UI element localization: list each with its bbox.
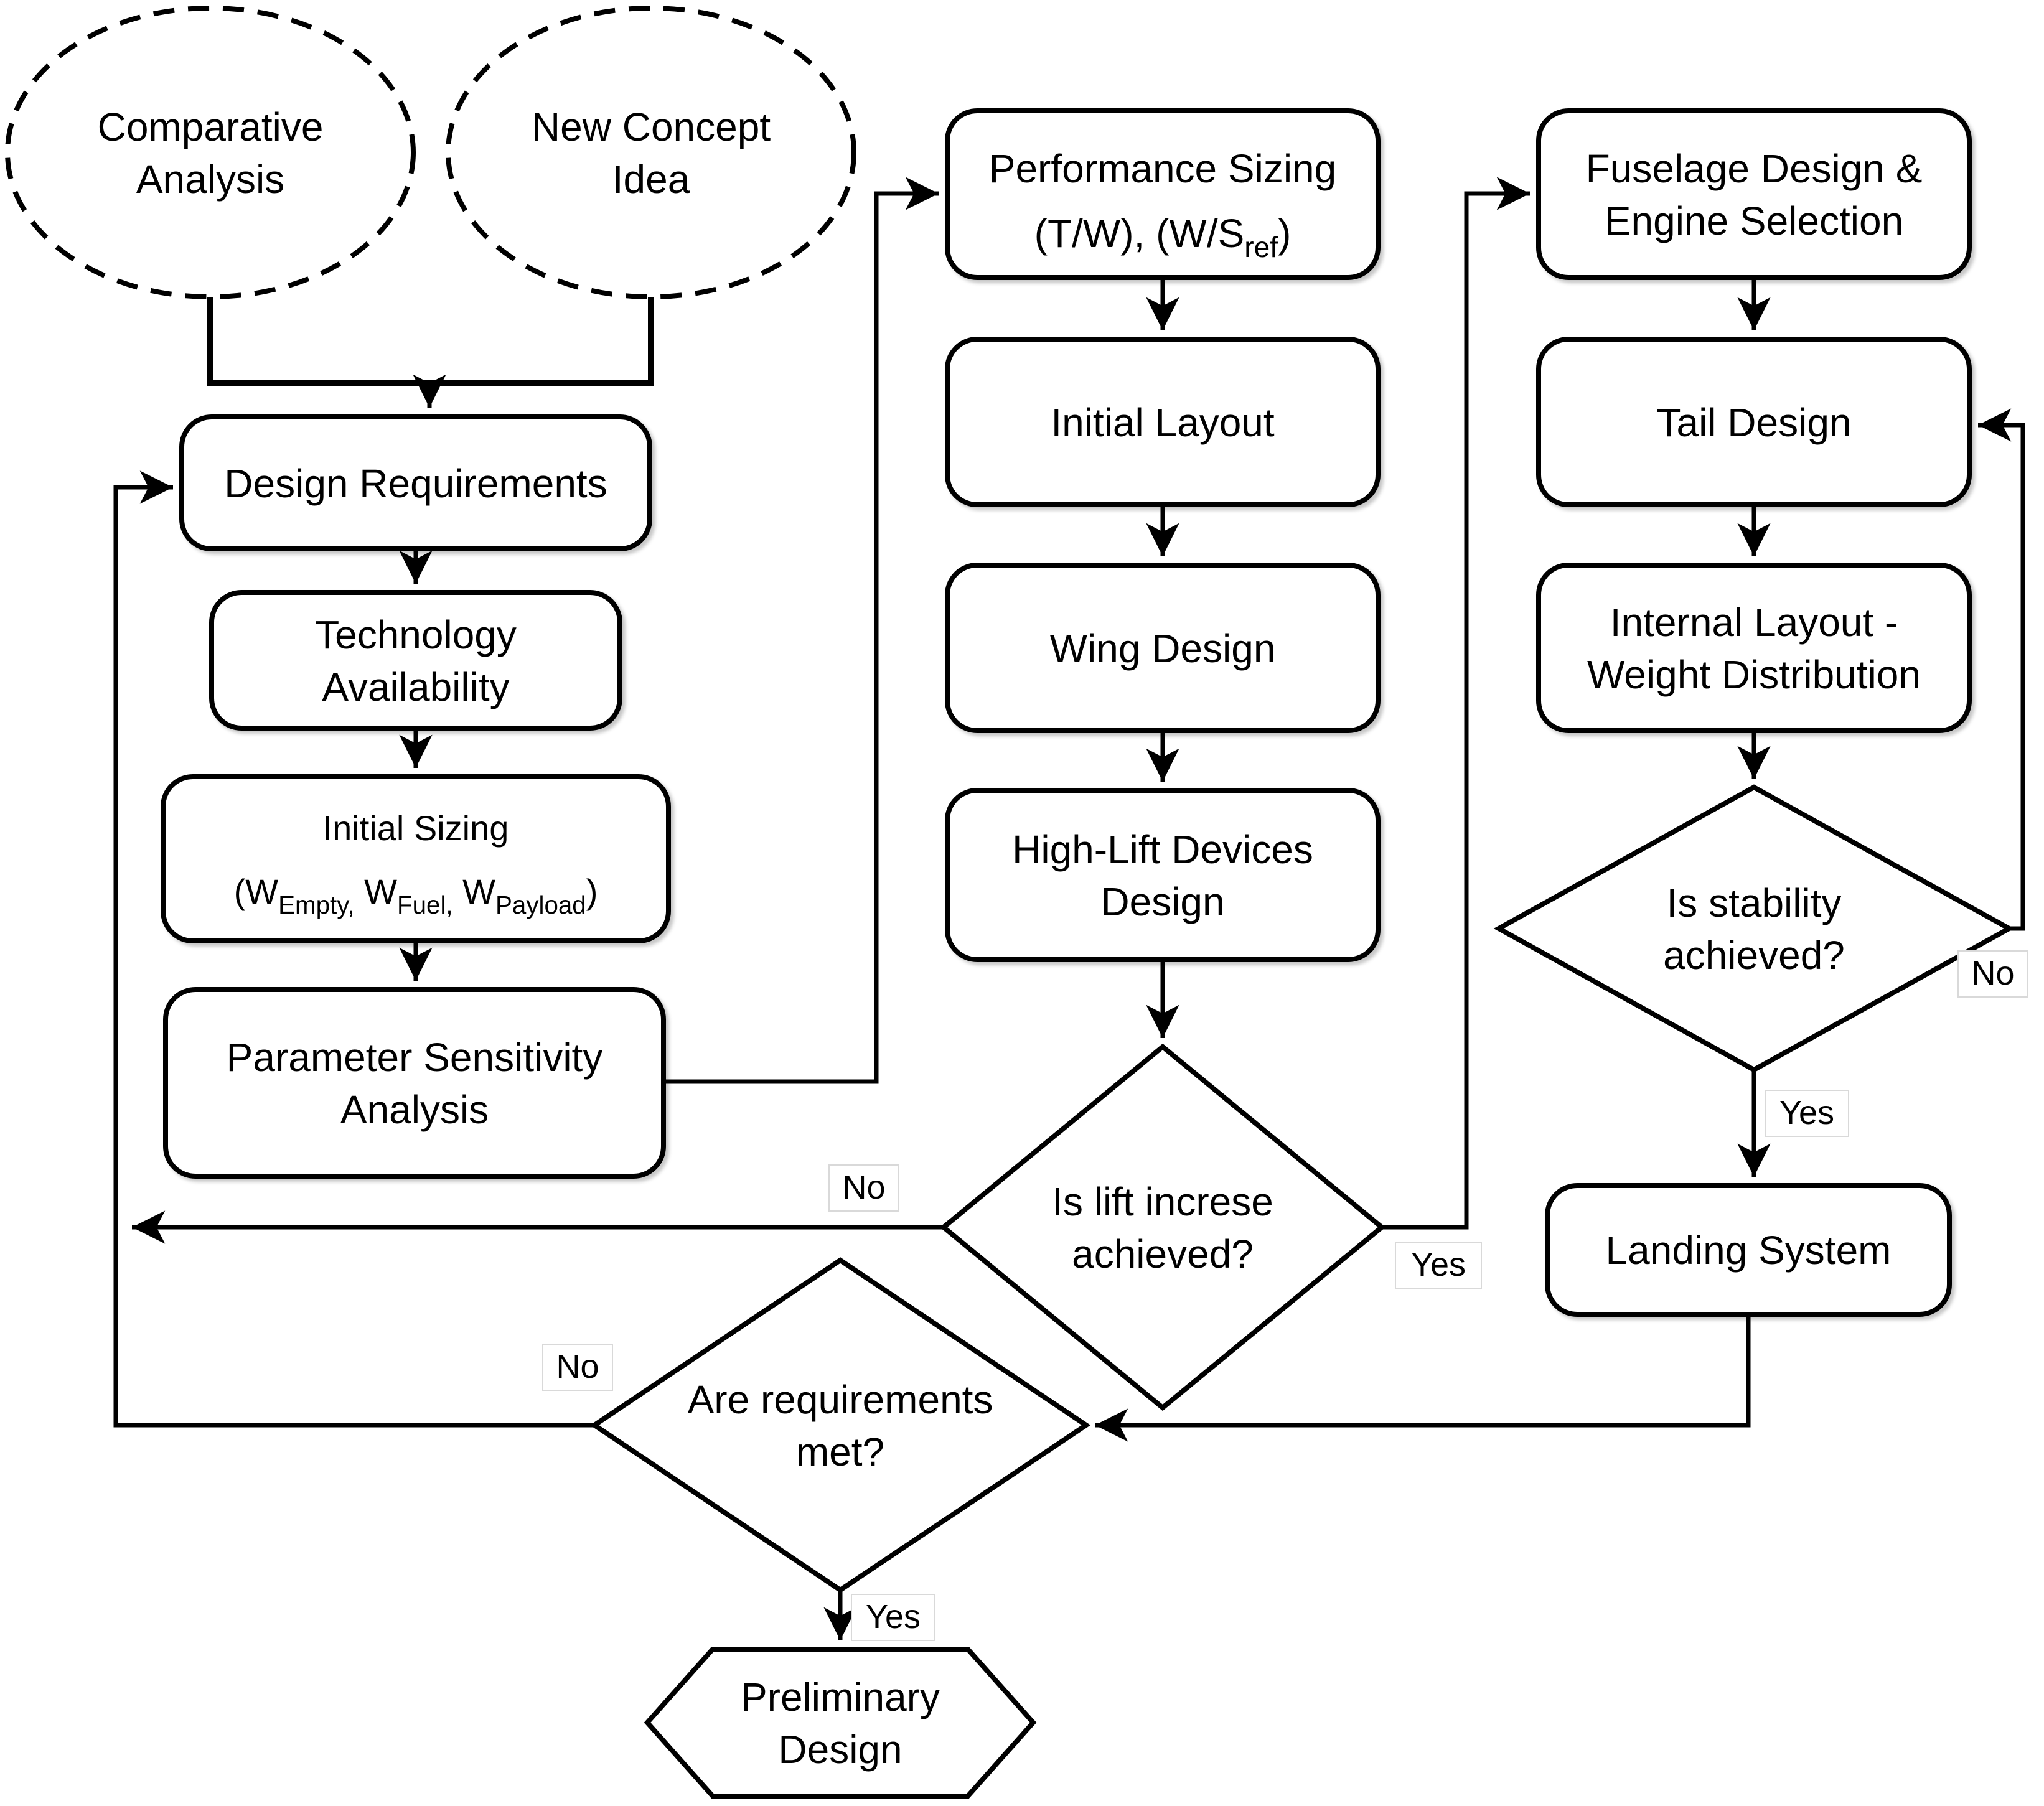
node-performance-sizing: Performance Sizing (T/W), (W/Sref): [945, 108, 1381, 280]
wing-design-box: [945, 563, 1381, 733]
tail-design-box: [1536, 337, 1972, 507]
performance-sizing-formula: (T/W), (W/Sref): [1034, 211, 1292, 263]
landing-system-box: [1545, 1183, 1952, 1317]
lift-decision-diamond: [939, 1043, 1386, 1411]
node-initial-sizing: Initial Sizing (WEmpty, WFuel, WPayload): [161, 774, 671, 943]
performance-sizing-box: [945, 108, 1381, 280]
high-lift-devices-box: [945, 788, 1381, 962]
node-tail-design: Tail Design: [1536, 337, 1972, 507]
new-concept-idea-ellipse: [446, 6, 856, 299]
requirements-yes-label: Yes: [866, 1598, 921, 1635]
performance-sizing-title: Performance Sizing: [989, 146, 1336, 191]
lift-yes-label-bg: [1395, 1242, 1482, 1289]
edge-requirements-no-to-designreq: [113, 470, 594, 1428]
comparative-analysis-ellipse: [5, 6, 416, 299]
edge-landing-to-requirements: [1095, 1314, 1751, 1442]
internal-layout-label: Internal Layout -Weight Distribution: [1587, 600, 1921, 697]
initial-layout-label: Initial Layout: [1051, 400, 1275, 445]
landing-system-label: Landing System: [1606, 1228, 1892, 1273]
requirements-decision-diamond: [589, 1257, 1091, 1593]
requirements-no-label-bg: [542, 1344, 613, 1391]
node-initial-layout: Initial Layout: [945, 337, 1381, 507]
stability-no-label: No: [1971, 955, 2014, 992]
initial-sizing-title: Initial Sizing: [323, 808, 509, 848]
requirements-yes-label-bg: [851, 1594, 935, 1641]
lift-no-label: No: [842, 1169, 885, 1206]
requirements-no-label: No: [556, 1348, 599, 1385]
design-requirements-box: [179, 414, 652, 551]
wing-design-label: Wing Design: [1050, 626, 1276, 671]
preliminary-design-hexagon: [644, 1647, 1037, 1799]
edge-stability-no-to-taildesign: [1978, 408, 2025, 931]
stability-yes-label: Yes: [1779, 1094, 1834, 1131]
internal-layout-box: [1536, 563, 1972, 733]
edges: [113, 177, 2025, 1640]
initial-sizing-formula: (WEmpty, WFuel, WPayload): [234, 872, 598, 919]
lift-no-label-bg: [828, 1164, 899, 1212]
node-internal-layout-weight-distribution: Internal Layout -Weight Distribution: [1536, 563, 1972, 733]
node-fuselage-design-engine-selection: Fuselage Design &Engine Selection: [1536, 108, 1972, 280]
parameter-sensitivity-box: [163, 987, 666, 1179]
initial-sizing-box: [161, 774, 671, 943]
edge-labels: No Yes No Yes No Yes: [542, 950, 2028, 1641]
stability-yes-label-bg: [1765, 1090, 1849, 1137]
tail-design-label: Tail Design: [1656, 400, 1851, 445]
fuselage-engine-box: [1536, 108, 1972, 280]
fuselage-engine-label: Fuselage Design &Engine Selection: [1586, 146, 1923, 243]
node-landing-system: Landing System: [1545, 1183, 1952, 1317]
technology-availability-box: [209, 590, 622, 731]
edge-liftdecision-yes-to-fuselage: [1382, 177, 1530, 1230]
stability-no-label-bg: [1957, 950, 2028, 998]
design-requirements-label: Design Requirements: [224, 461, 607, 506]
edge-paramsens-to-perfsizing: [663, 177, 939, 1084]
stability-decision-diamond: [1493, 784, 2015, 1073]
node-wing-design: Wing Design: [945, 563, 1381, 733]
node-design-requirements: Design Requirements: [179, 414, 652, 551]
initial-layout-box: [945, 337, 1381, 507]
lift-yes-label: Yes: [1411, 1246, 1466, 1283]
